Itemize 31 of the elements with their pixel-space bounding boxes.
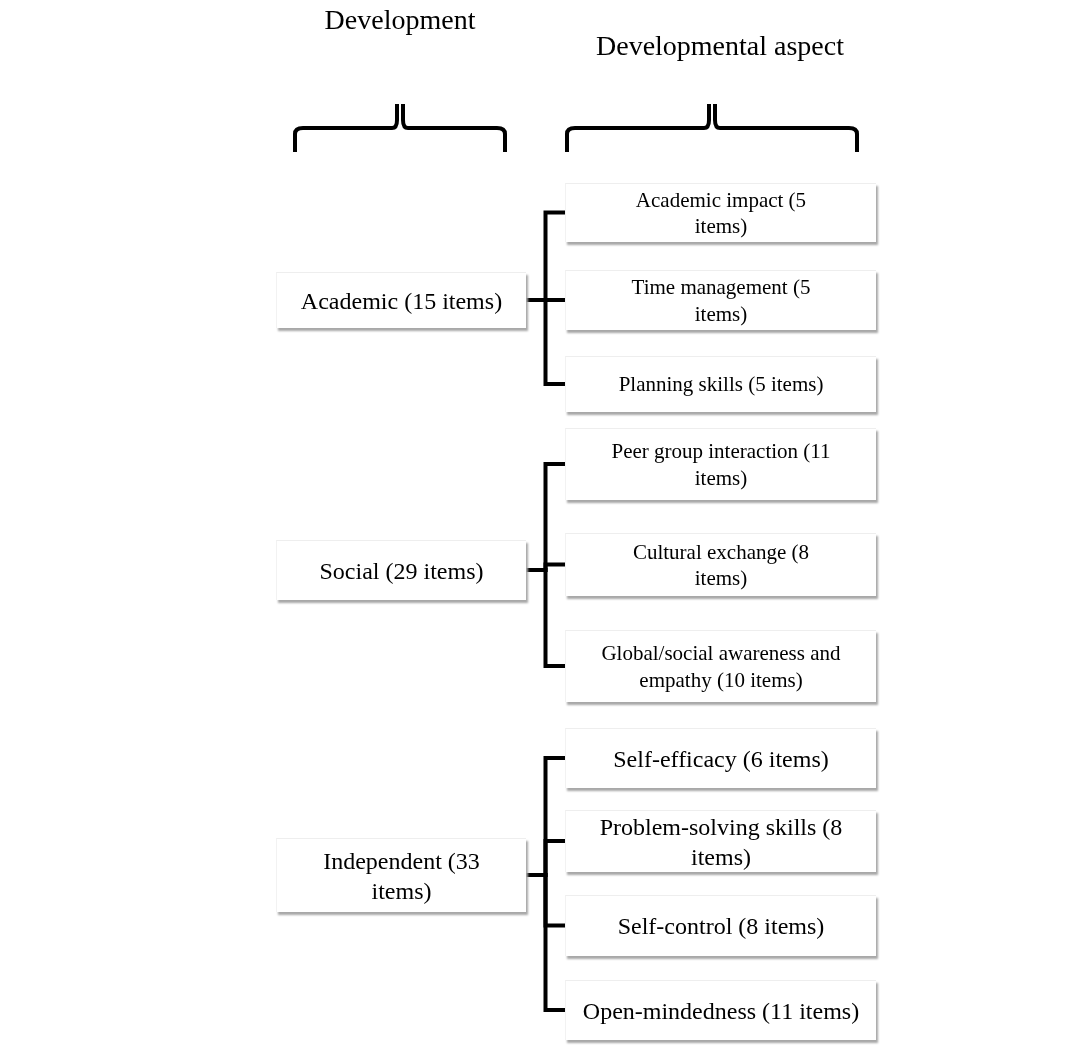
category-box bbox=[565, 183, 876, 242]
category-box bbox=[565, 630, 876, 702]
category-box bbox=[565, 728, 876, 788]
category-box bbox=[276, 272, 526, 328]
category-box bbox=[565, 356, 876, 412]
connector-line bbox=[526, 568, 565, 668]
column-heading: Developmental aspect bbox=[595, 30, 845, 63]
category-box bbox=[565, 533, 876, 596]
box-label: Self-control (8 items) bbox=[617, 912, 825, 941]
box-label: Academic (15 items) bbox=[300, 286, 503, 316]
box-label: Time management (5 items) bbox=[630, 274, 812, 327]
box-label: Global/social awareness and empathy (10 items) bbox=[600, 640, 842, 693]
box-label: Planning skills (5 items) bbox=[618, 371, 824, 398]
category-box bbox=[565, 980, 876, 1040]
connector-line bbox=[526, 298, 565, 386]
category-box bbox=[565, 428, 876, 500]
box-label: Open-mindedness (11 items) bbox=[582, 996, 860, 1026]
box-label: Self-efficacy (6 items) bbox=[613, 744, 829, 774]
category-box bbox=[276, 838, 526, 912]
box-label: Independent (33 items) bbox=[322, 846, 481, 906]
category-box bbox=[565, 810, 876, 872]
connector-line bbox=[526, 873, 565, 1012]
category-box bbox=[565, 895, 876, 956]
box-label: Cultural exchange (8 items) bbox=[631, 538, 811, 592]
box-label: Academic impact (5 items) bbox=[634, 186, 808, 240]
box-label: Problem-solving skills (8 items) bbox=[598, 812, 844, 872]
category-box bbox=[565, 270, 876, 330]
category-box bbox=[276, 540, 526, 600]
box-label: Peer group interaction (11 items) bbox=[610, 438, 832, 491]
column-heading: Development bbox=[323, 4, 477, 37]
box-label: Social (29 items) bbox=[319, 556, 484, 586]
